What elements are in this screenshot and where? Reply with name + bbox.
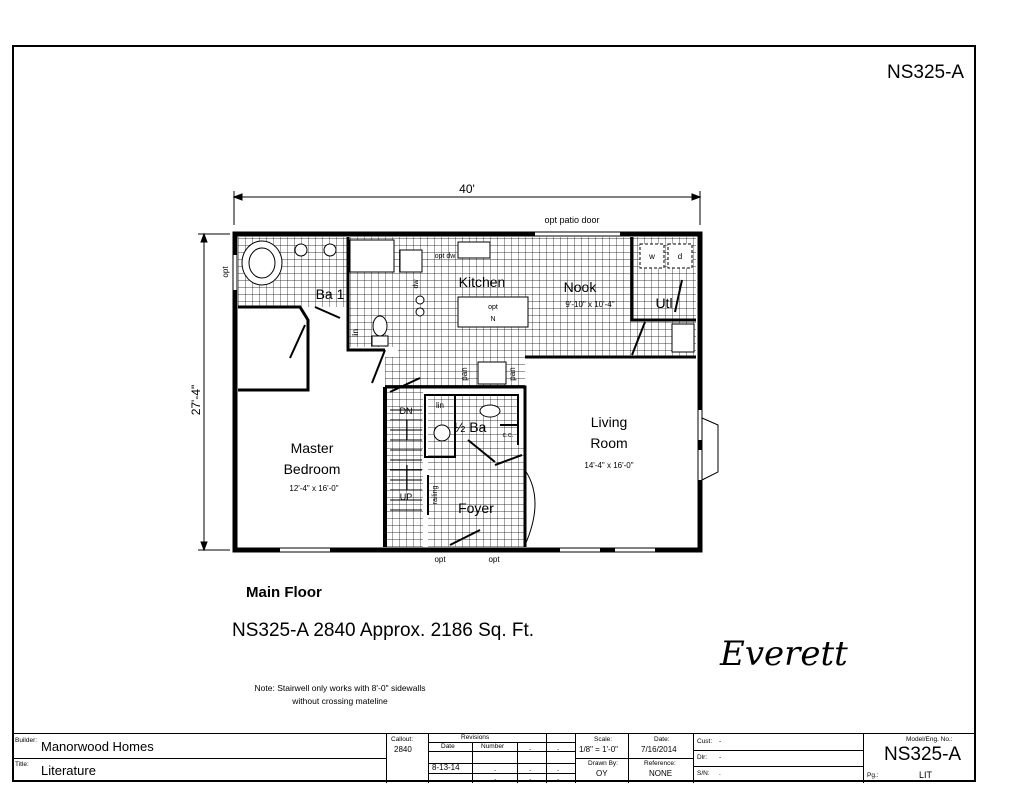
plan-name: Everett [720, 634, 848, 674]
scale-cell: Scale: 1/8" = 1'-0" Drawn By: OY [576, 734, 629, 783]
opt-bottom-label-2: opt [488, 555, 500, 564]
rev-dot-3: . [494, 764, 497, 773]
note-line-1: Note: Stairwell only works with 8'-0" si… [254, 683, 426, 693]
builder-title-cell: Builder: Manorwood Homes Title: Literatu… [12, 734, 387, 783]
stair-up-label: UP [400, 492, 413, 502]
title-caption: Title: [15, 761, 29, 768]
foyer-label: Foyer [458, 500, 494, 516]
kitchen-label: Kitchen [459, 274, 506, 290]
drawing-frame [12, 45, 976, 782]
rev-date-value: 8-13-14 [432, 763, 460, 772]
depth-dimension [198, 232, 230, 552]
callout-value: 2840 [394, 745, 412, 754]
title-block: Builder: Manorwood Homes Title: Literatu… [12, 733, 976, 783]
dryer-label: d [678, 252, 682, 261]
rev-dot-7: . [529, 773, 532, 782]
width-dim-label: 40' [459, 182, 475, 196]
walls [232, 231, 703, 553]
half-bath-label: ½ Ba [454, 419, 487, 435]
main-floor-label: Main Floor [246, 584, 322, 601]
stairwell-note: Note: Stairwell only works with 8'-0" si… [245, 682, 435, 708]
fixtures [241, 239, 719, 481]
stair-down-label: DN [400, 406, 413, 416]
model-cell: Model/Eng. No.: NS325-A Pg.: LIT [864, 734, 976, 783]
note-line-2: without crossing mateline [292, 696, 388, 706]
model-value: NS325-A [884, 744, 962, 765]
title-value: Literature [41, 763, 96, 778]
plan-summary: NS325-A 2840 Approx. 2186 Sq. Ft. [232, 620, 535, 641]
dealer-value: - [719, 754, 722, 761]
serial-caption: S/N: [697, 770, 710, 777]
date-caption: Date: [654, 736, 670, 743]
drawn-value: OY [596, 769, 608, 778]
rev-dot-2: . [557, 743, 560, 752]
rev-dot-6: . [494, 773, 497, 782]
master-size-label: 12'-4" x 16'-0" [289, 484, 338, 493]
opt-table-label: opt [488, 304, 498, 311]
rev-number-caption: Number [481, 743, 505, 750]
patio-door-label: opt patio door [544, 215, 599, 225]
nook-label: Nook [564, 279, 598, 295]
rev-dot-8: . [557, 773, 560, 782]
living-label-2: Room [590, 435, 627, 451]
dealer-caption: Dlr: [697, 754, 708, 761]
model-number-top: NS325-A [887, 62, 965, 83]
bath1-label: Ba 1 [316, 286, 345, 302]
builder-caption: Builder: [15, 737, 38, 744]
living-size-label: 14'-4" x 16'-0" [584, 461, 633, 470]
rev-date-caption: Date [441, 743, 455, 750]
windows [233, 232, 702, 552]
doors [289, 279, 683, 546]
builder-value: Manorwood Homes [41, 739, 154, 754]
nook-size-label: 9'-10" x 10'-4" [565, 300, 614, 309]
date-cell: Date: 7/16/2014 Reference: NONE [629, 734, 694, 783]
page-caption: Pg.: [867, 772, 879, 779]
pantry-label-1: pan [460, 367, 469, 380]
rev-dot-4: . [529, 764, 532, 773]
scale-caption: Scale: [594, 736, 613, 743]
callout-cell: Callout: 2840 [387, 734, 429, 783]
reference-value: NONE [649, 769, 673, 778]
customer-caption: Cust: [697, 738, 713, 745]
linen-label-2: lin [436, 401, 444, 410]
master-label-2: Bedroom [284, 461, 341, 477]
depth-dim-label: 27'-4" [189, 385, 203, 416]
reference-caption: Reference: [644, 760, 676, 767]
rev-dot-1: . [529, 743, 532, 752]
customer-value: - [719, 738, 722, 745]
living-label-1: Living [591, 414, 628, 430]
revisions-caption: Revisions [461, 734, 490, 741]
opt-window-label: opt [221, 266, 230, 278]
date-value: 7/16/2014 [641, 745, 677, 754]
utility-label: Utl [655, 295, 672, 311]
serial-value: . [719, 770, 721, 777]
railing-label: railing [432, 486, 439, 505]
width-dimension [232, 191, 702, 225]
master-label-1: Master [291, 440, 334, 456]
stairs [390, 409, 429, 515]
scale-value: 1/8" = 1'-0" [579, 745, 619, 754]
model-caption: Model/Eng. No.: [906, 736, 953, 743]
callout-caption: Callout: [391, 736, 414, 743]
opt-bottom-label-1: opt [434, 555, 446, 564]
pantry-label-2: pan [508, 367, 517, 380]
revisions-cell: Revisions Date Number 8-13-14 . . . . . … [429, 734, 576, 783]
page-value: LIT [919, 770, 933, 780]
dw-label: dw [413, 279, 420, 289]
customer-cell: Cust: - Dlr: - S/N: . [694, 734, 864, 783]
washer-label: w [648, 252, 655, 261]
north-label: N [490, 316, 495, 323]
drawn-caption: Drawn By: [588, 760, 618, 767]
linen-label-1: lin [351, 329, 360, 337]
opt-dw-label: opt dw [435, 253, 457, 260]
coat-closet-label: c.c. [503, 432, 514, 439]
rev-dot-5: . [557, 764, 560, 773]
